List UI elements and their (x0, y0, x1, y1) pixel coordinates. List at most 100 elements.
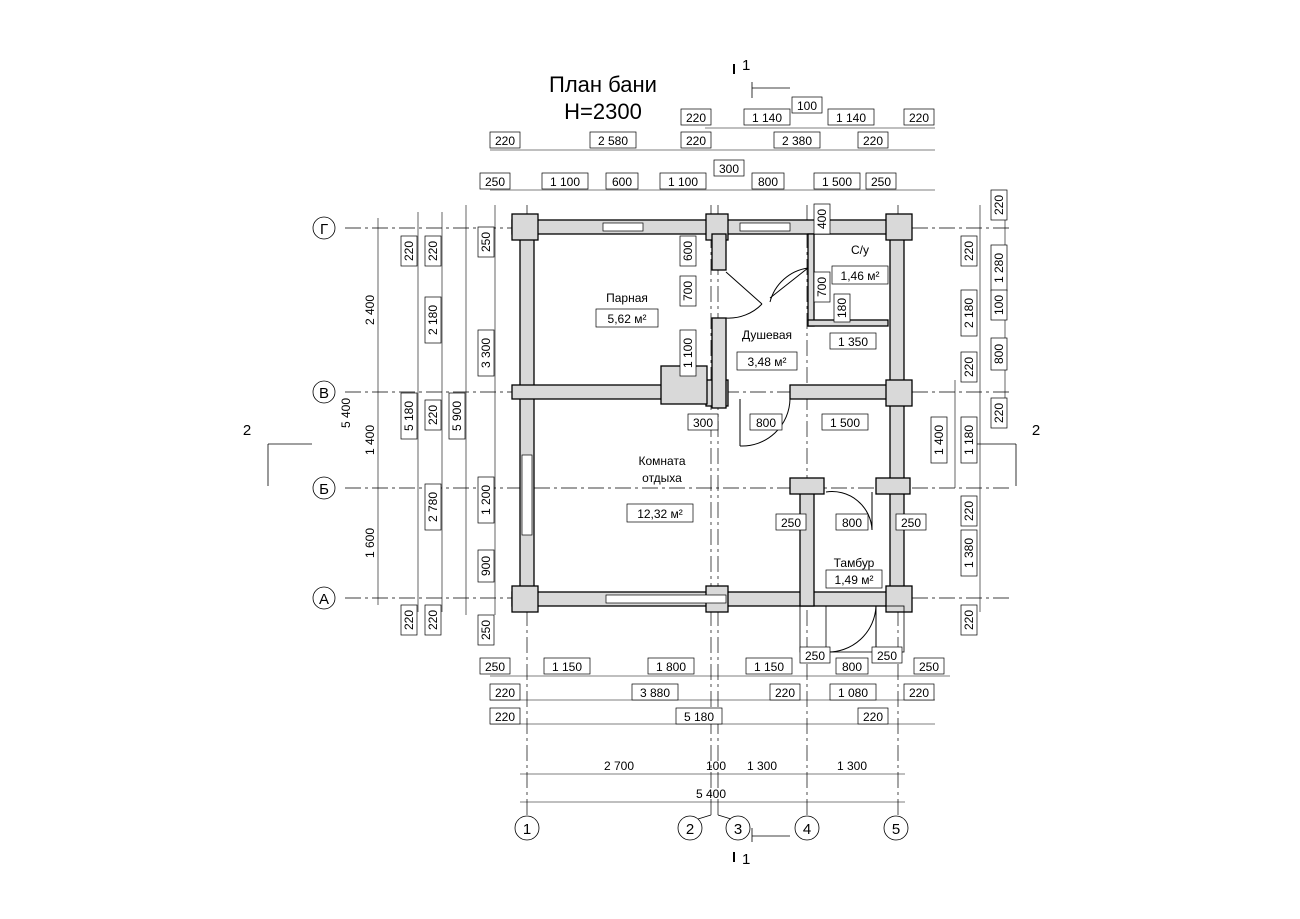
room-name-parnaya: Парная (606, 291, 648, 305)
section-1-bottom: 1 (742, 851, 750, 868)
plan-title: План бани (549, 72, 657, 97)
dim-label: 250 (781, 516, 801, 530)
dim-label: 2 380 (782, 134, 812, 148)
axis-label-a: А (319, 591, 329, 608)
dim-label: 1 100 (681, 338, 695, 368)
dim-label: 800 (758, 175, 778, 189)
dim-label: 1 800 (656, 660, 686, 674)
dim-label: 2 780 (426, 492, 440, 522)
dim-label: 220 (402, 241, 416, 261)
room-labels: Парная 5,62 м² Душевая 3,48 м² С/у 1,46 … (595, 243, 889, 589)
dim-label: 220 (909, 686, 929, 700)
dim-label: 5 400 (696, 787, 726, 801)
axis-markers: Г В Б А 1 2 3 4 5 (312, 216, 909, 841)
dim-label: 220 (426, 610, 440, 630)
dim-label: 1 300 (837, 759, 867, 773)
dim-label: 1 350 (838, 335, 868, 349)
axis-label-v: В (319, 385, 329, 402)
dim-label: 220 (909, 111, 929, 125)
dim-label: 220 (495, 134, 515, 148)
dim-label: 220 (495, 686, 515, 700)
dim-label: 220 (402, 610, 416, 630)
dim-label: 220 (962, 610, 976, 630)
doors (725, 267, 905, 653)
plan-height: H=2300 (564, 99, 642, 124)
dim-label: 300 (719, 162, 739, 176)
dim-label: 250 (901, 516, 921, 530)
dim-label: 1 280 (992, 253, 1006, 283)
axis-label-3: 3 (734, 821, 742, 838)
dim-label: 250 (871, 175, 891, 189)
dim-label: 400 (815, 209, 829, 229)
dim-label: 700 (815, 277, 829, 297)
walls (511, 213, 913, 613)
axis-label-b: Б (319, 481, 329, 498)
dim-label: 220 (962, 357, 976, 377)
section-2-left: 2 (243, 422, 251, 439)
dim-label: 5 900 (450, 401, 464, 431)
axis-label-2: 2 (686, 821, 694, 838)
room-name-dushevaya: Душевая (742, 328, 792, 342)
dim-label: 1 140 (836, 111, 866, 125)
axis-label-5: 5 (892, 821, 900, 838)
dim-label: 600 (681, 241, 695, 261)
dim-label: 3 880 (640, 686, 670, 700)
dim-label: 250 (479, 232, 493, 252)
room-name-tambur: Тамбур (834, 556, 875, 570)
dim-label: 1 300 (747, 759, 777, 773)
dim-label: 1 500 (830, 416, 860, 430)
dim-label: 220 (686, 134, 706, 148)
room-area-su: 1,46 м² (841, 269, 880, 283)
room-area-tambur: 1,49 м² (835, 573, 874, 587)
room-area-dushevaya: 3,48 м² (748, 355, 787, 369)
dim-label: 220 (962, 241, 976, 261)
dim-label: 800 (842, 516, 862, 530)
dim-label: 220 (962, 501, 976, 521)
dim-label: 3 300 (479, 338, 493, 368)
dim-label: 5 400 (339, 398, 353, 428)
dim-label: 1 180 (962, 425, 976, 455)
dim-label: 2 180 (426, 305, 440, 335)
dim-label: 100 (797, 99, 817, 113)
dim-label: 1 200 (479, 485, 493, 515)
dim-label: 1 600 (363, 528, 377, 558)
dim-label: 220 (992, 195, 1006, 215)
dim-label: 250 (877, 649, 897, 663)
dim-label: 100 (992, 295, 1006, 315)
dim-label: 250 (919, 660, 939, 674)
dim-label: 220 (686, 111, 706, 125)
dim-label: 1 500 (822, 175, 852, 189)
dim-label: 220 (775, 686, 795, 700)
section-1-top: 1 (742, 57, 750, 74)
dim-label: 600 (612, 175, 632, 189)
dim-label: 1 380 (962, 538, 976, 568)
axis-label-4: 4 (803, 821, 811, 838)
dim-label: 900 (479, 556, 493, 576)
dim-label: 250 (805, 649, 825, 663)
dim-label: 800 (992, 344, 1006, 364)
dim-label: 1 100 (550, 175, 580, 189)
dim-label: 180 (835, 298, 849, 318)
dimension-labels: 220 1 140 100 1 140 220 220 2 580 220 2 … (339, 96, 1008, 801)
room-name-komnata-l2: отдыха (642, 471, 682, 485)
dim-label: 1 400 (932, 425, 946, 455)
room-area-komnata: 12,32 м² (637, 507, 683, 521)
dim-label: 250 (479, 620, 493, 640)
dim-label: 1 100 (668, 175, 698, 189)
dim-label: 800 (842, 660, 862, 674)
dim-label: 5 180 (402, 401, 416, 431)
section-2-right: 2 (1032, 422, 1040, 439)
dim-label: 220 (426, 241, 440, 261)
dim-label: 220 (992, 403, 1006, 423)
dim-label: 220 (863, 134, 883, 148)
dim-label: 220 (495, 710, 515, 724)
dim-label: 1 140 (752, 111, 782, 125)
dim-label: 220 (426, 405, 440, 425)
dim-label: 220 (863, 710, 883, 724)
dim-label: 1 400 (363, 425, 377, 455)
dim-label: 100 (706, 759, 726, 773)
dim-label: 1 080 (838, 686, 868, 700)
dim-label: 2 180 (962, 298, 976, 328)
room-area-parnaya: 5,62 м² (608, 312, 647, 326)
